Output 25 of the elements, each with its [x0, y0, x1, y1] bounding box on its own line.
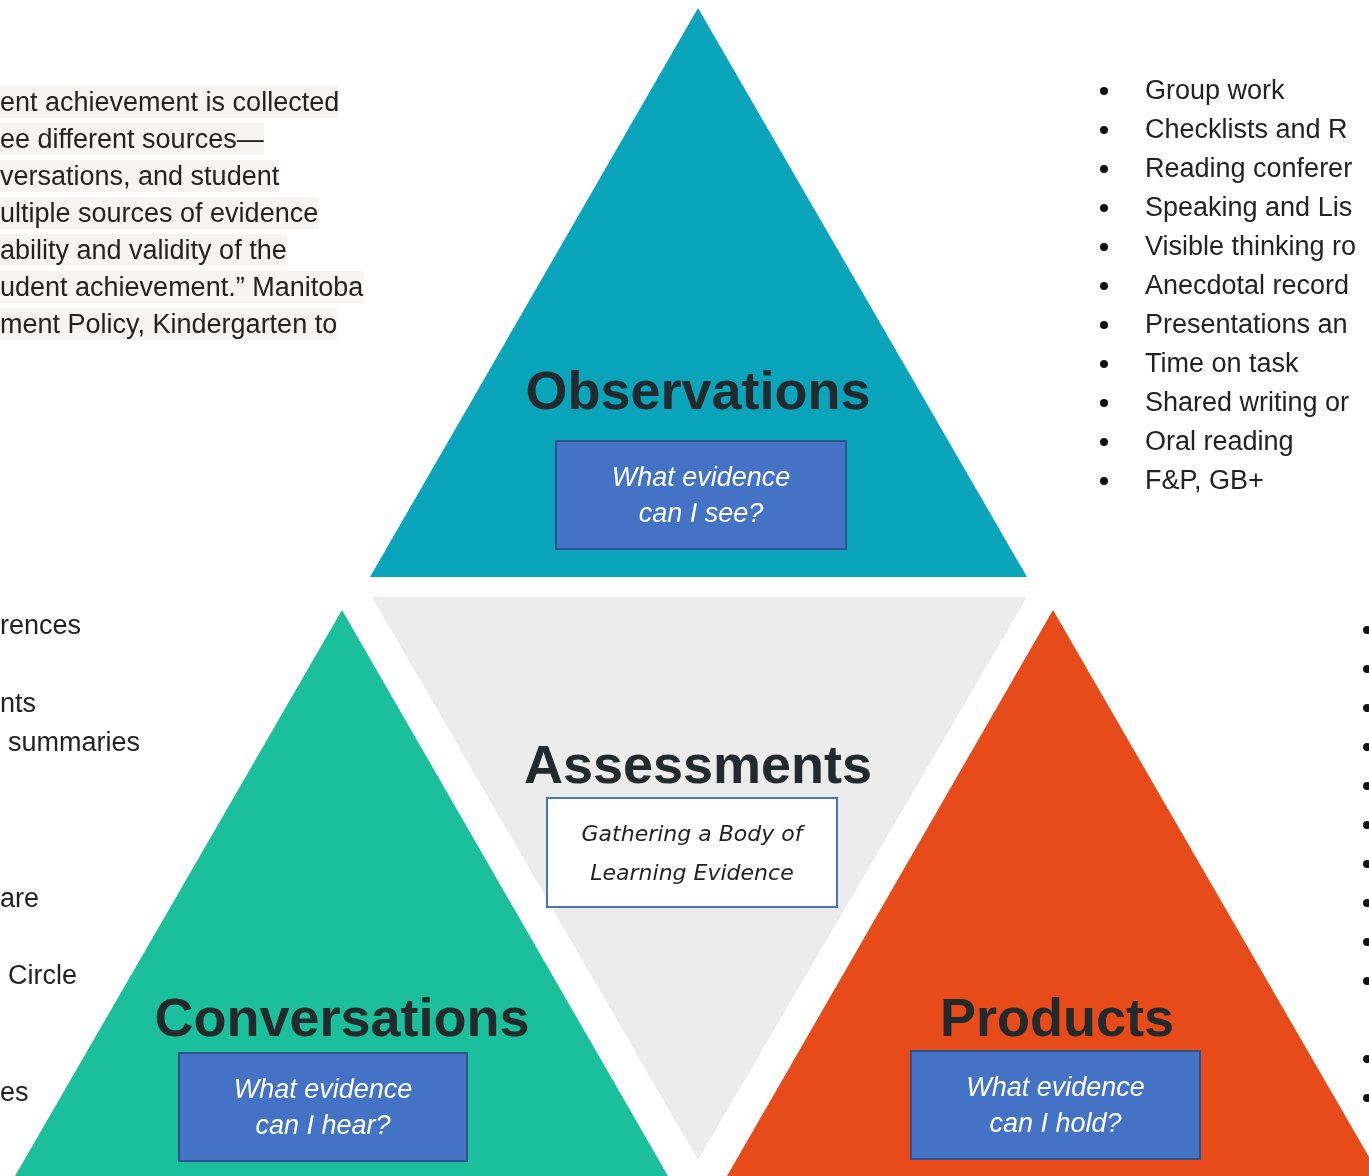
question-box: Gathering a Body of Learning Evidence [546, 797, 838, 908]
list-item: Speaking and Lis [1145, 191, 1353, 223]
list-item: summaries [8, 726, 141, 758]
list-item: Anecdotal record [1145, 269, 1350, 301]
question-box: What evidence can I see? [555, 440, 847, 550]
list-item: Circle [8, 959, 77, 991]
list-item: Oral reading [1145, 425, 1294, 457]
list-item: rences [0, 609, 82, 641]
list-item: Visible thinking ro [1145, 230, 1357, 262]
list-item: Reading conferer [1145, 152, 1353, 184]
list-item: F&P, GB+ [1145, 464, 1264, 496]
section-title: Products [940, 990, 1174, 1044]
list-item: Group work [1145, 74, 1285, 106]
list-item: Checklists and R [1145, 113, 1348, 145]
question-box: What evidence can I hold? [910, 1050, 1201, 1160]
list-item: Shared writing or [1145, 386, 1350, 418]
list-item: Time on task [1145, 347, 1299, 379]
section-title: Assessments [523, 737, 873, 791]
section-title: Observations [525, 363, 871, 417]
list-item: es [0, 1076, 29, 1108]
list-item: Presentations an [1145, 308, 1348, 340]
question-box: What evidence can I hear? [178, 1052, 468, 1162]
section-title: Conversations [154, 990, 530, 1044]
list-item: nts [0, 687, 37, 719]
list-item: are [0, 882, 40, 914]
